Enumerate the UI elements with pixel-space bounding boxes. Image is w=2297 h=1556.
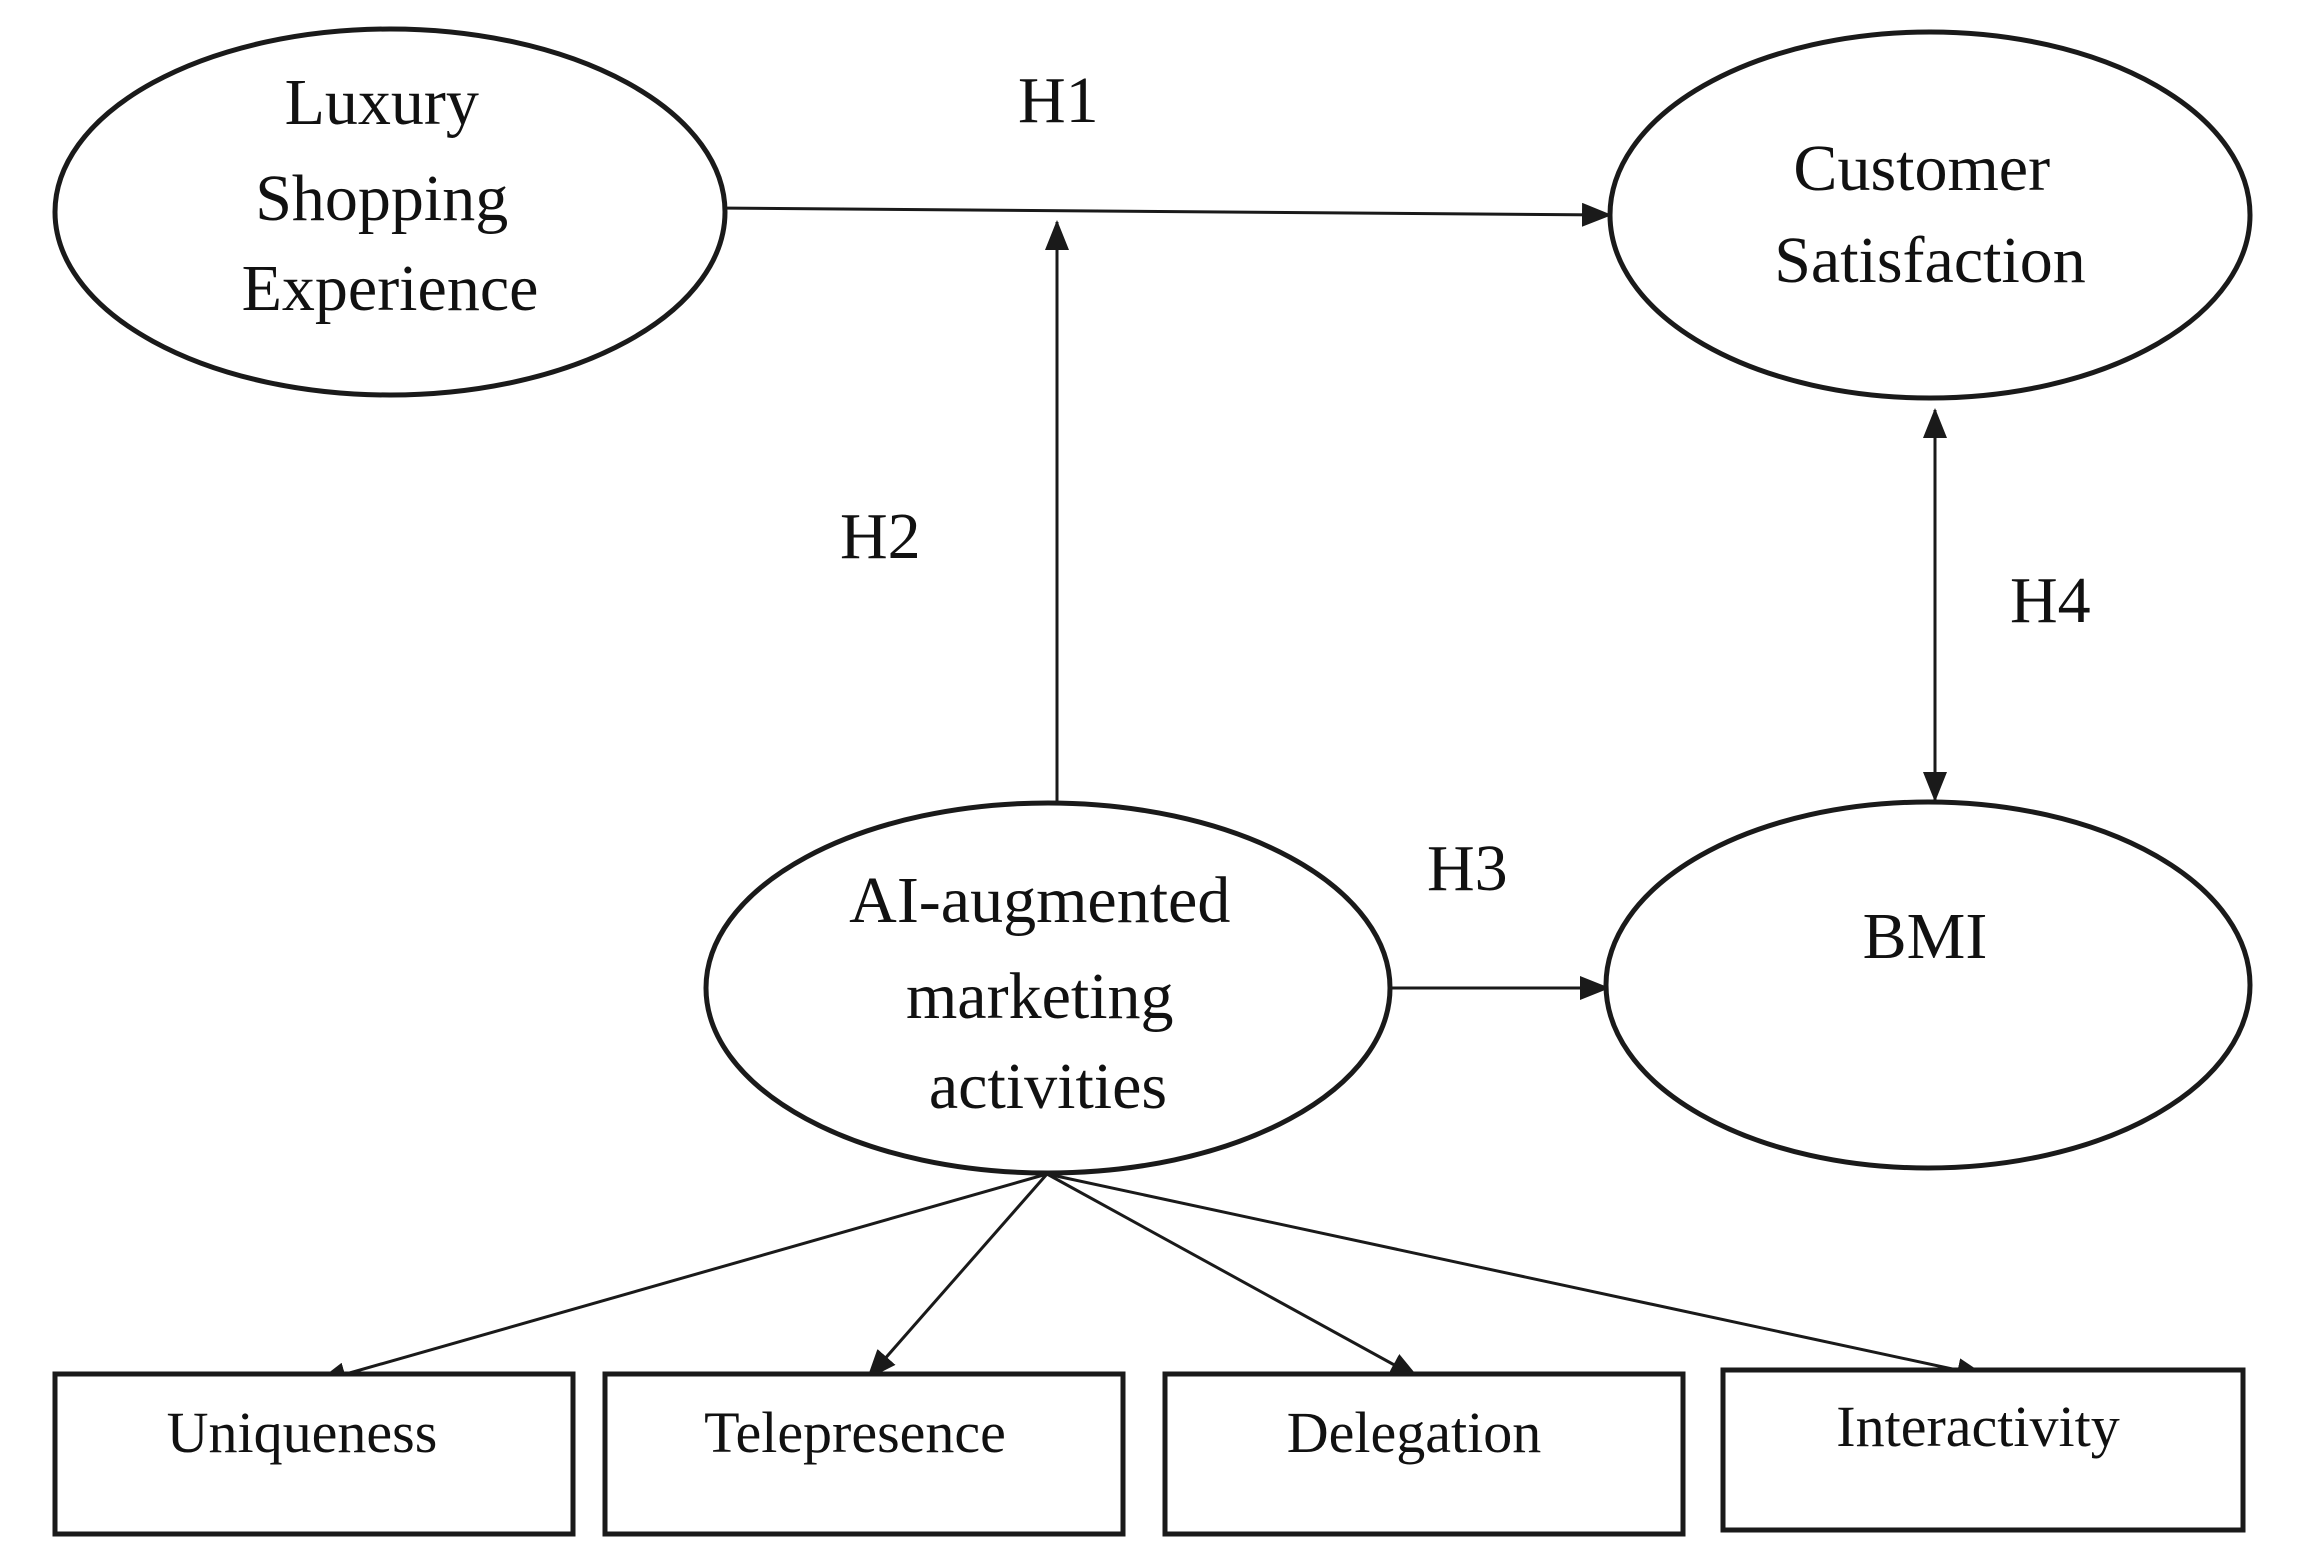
satisfaction-line-1: Customer: [1793, 132, 2050, 205]
hypothesis-h2-label: H2: [840, 500, 921, 573]
dimension-box-delegation: Delegation: [1162, 1371, 1686, 1537]
ai-ellipse: [703, 800, 1393, 1176]
dimension-box-telepresence: Telepresence: [602, 1371, 1126, 1537]
node-ai-augmented-marketing: AI-augmented marketing activities: [703, 800, 1393, 1176]
interactivity-box: [1720, 1367, 2246, 1533]
node-luxury-shopping-experience: Luxury Shopping Experience: [52, 26, 728, 398]
interactivity-label: Interactivity: [1836, 1394, 2119, 1459]
dimension-box-uniqueness: Uniqueness: [52, 1371, 576, 1537]
hypothesis-h1-label: H1: [1018, 64, 1099, 137]
uniqueness-box: [52, 1371, 576, 1537]
edge-ai-to-uniqueness: [316, 1172, 1048, 1386]
luxury-ellipse: [52, 26, 728, 398]
bmi-ellipse: [1603, 799, 2253, 1171]
edge-h1-luxury-to-satisfaction: [714, 202, 1612, 227]
dimension-box-interactivity: Interactivity: [1720, 1367, 2246, 1533]
hypothesis-h3-label: H3: [1427, 832, 1508, 905]
ai-line-3: activities: [929, 1050, 1167, 1123]
svg-text:BMI: BMI: [1863, 900, 1988, 973]
satisfaction-line-2: Satisfaction: [1774, 224, 2086, 297]
edges: [316, 202, 1987, 1386]
ai-line-1: AI-augmented: [849, 864, 1230, 937]
hypothesis-labels: H1 H2 H3 H4: [840, 64, 2091, 905]
delegation-label: Delegation: [1287, 1400, 1541, 1465]
luxury-line-1: Luxury: [285, 66, 479, 139]
svg-text:Customer Satisfaction: Customer Satisfaction: [1774, 132, 2086, 297]
svg-text:AI-augmented marketing: AI-augmented marketing activities: [849, 864, 1247, 1123]
telepresence-box: [602, 1371, 1126, 1537]
satisfaction-ellipse: [1607, 29, 2253, 401]
node-customer-satisfaction: Customer Satisfaction: [1607, 29, 2253, 401]
ai-line-2: marketing: [906, 960, 1174, 1033]
bmi-label: BMI: [1863, 900, 1988, 973]
node-bmi: BMI: [1603, 799, 2253, 1171]
telepresence-label: Telepresence: [704, 1400, 1006, 1465]
edge-ai-to-telepresence: [866, 1173, 1049, 1380]
uniqueness-label: Uniqueness: [167, 1400, 438, 1465]
hypothesis-h4-label: H4: [2010, 564, 2091, 637]
delegation-box: [1162, 1371, 1686, 1537]
edge-ai-to-interactivity: [1046, 1172, 1987, 1382]
luxury-line-2: Shopping: [255, 162, 508, 235]
luxury-line-3: Experience: [242, 252, 539, 325]
edge-ai-to-delegation: [1046, 1172, 1420, 1380]
svg-text:Luxury Shopping Ex: Luxury Shopping Experience: [242, 66, 539, 325]
